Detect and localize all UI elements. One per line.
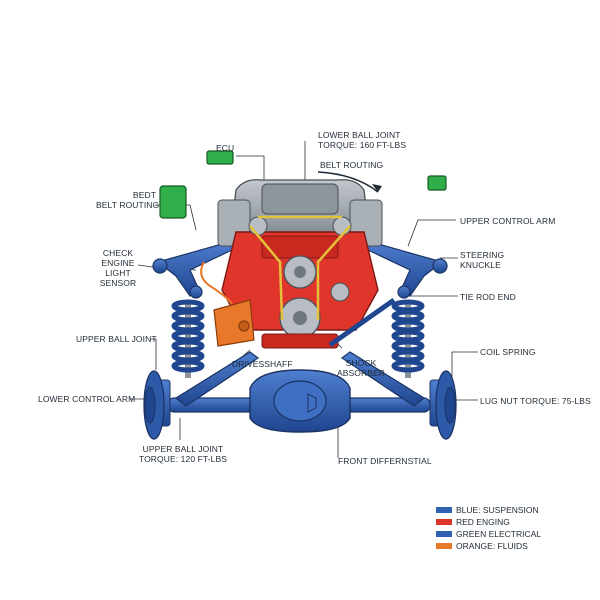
legend-swatch-fluids	[436, 543, 452, 549]
lower-control-arm-label: LOWER CONTROL ARM	[38, 394, 136, 404]
steering-knuckle-line-2: KNUCKLE	[460, 260, 501, 270]
check-engine-line-2: ENGINE	[101, 258, 135, 268]
upper-ball-joint-torque-line-2: TORQUE: 120 FT-LBS	[138, 454, 228, 464]
steering-knuckle-line-1: STEERING	[460, 250, 505, 260]
belt-routing-arrow	[317, 171, 382, 193]
lower-control-arms	[174, 351, 426, 407]
legend-item-fluids: ORANGE: FLUIDS	[436, 540, 541, 552]
legend: BLUE: SUSPENSION RED ENGING GREEN ELECTR…	[436, 504, 541, 552]
steering-knuckle-label: STEERING KNUCKLE	[460, 250, 504, 270]
upper-ball-joint-label: UPPER BALL JOINT	[76, 334, 157, 344]
left-coil-spring	[171, 299, 205, 378]
check-engine-line-1: CHECK	[102, 248, 134, 258]
legend-text-fluids: ORANGE: FLUIDS	[456, 541, 528, 551]
upper-control-arms	[152, 239, 448, 299]
check-engine-line-4: SENSOR	[99, 278, 137, 288]
front-differential-label: FRONT DIFFERNSTIAL	[338, 456, 432, 466]
legend-item-engine: RED ENGING	[436, 516, 541, 528]
check-engine-light-sensor-label: CHECK ENGINE LIGHT SENSOR	[94, 248, 142, 288]
axle-beam	[167, 369, 431, 433]
lower-ball-joint-line-2: TORQUE: 160 FT-LBS	[318, 140, 407, 150]
right-hub	[429, 370, 457, 440]
legend-item-suspension: BLUE: SUSPENSION	[436, 504, 541, 516]
legend-swatch-suspension	[436, 507, 452, 513]
upper-control-arm-label: UPPER CONTROL ARM	[460, 216, 556, 226]
coil-spring-label: COIL SPRING	[480, 347, 536, 357]
left-hub	[143, 370, 171, 440]
legend-swatch-electrical	[436, 531, 452, 537]
ecu-label: ECU	[216, 143, 235, 153]
shock-absorber-line-1: SHOCK	[345, 358, 377, 368]
lug-nut-torque-label: LUG NUT TORQUE: 75-LBS	[480, 396, 591, 406]
tie-rod-end-label: TIE ROD END	[460, 292, 516, 302]
belt-routing-left-line-1: BEDT	[132, 190, 156, 200]
shock-absorber-line-2: ABSORBER	[336, 368, 386, 378]
upper-ball-joint-torque-line-1: UPPER BALL JOINT	[142, 444, 224, 454]
lower-ball-joint-label: LOWER BALL JOINT TORQUE: 160 FT-LBS	[318, 130, 406, 150]
engine	[217, 179, 383, 349]
electrical-components	[159, 150, 447, 219]
check-engine-line-3: LIGHT	[105, 268, 131, 278]
belt-routing-left-line-2: BELT ROUTING	[96, 200, 160, 210]
shock-absorber-label: SHOCK ABSORBER	[336, 358, 386, 378]
right-coil-spring	[391, 299, 425, 378]
upper-ball-joint-torque-label: UPPER BALL JOINT TORQUE: 120 FT-LBS	[138, 444, 228, 464]
fluid-components	[200, 261, 255, 347]
lower-ball-joint-line-1: LOWER BALL JOINT	[318, 130, 401, 140]
belt-routing-top-label: BELT ROUTING	[320, 160, 384, 170]
belt-routing-left-label: BEDT BELT ROUTING	[96, 190, 160, 210]
legend-text-suspension: BLUE: SUSPENSION	[456, 505, 539, 515]
legend-item-electrical: GREEN ELECTRICAL	[436, 528, 541, 540]
tie-rod	[328, 297, 396, 348]
legend-text-electrical: GREEN ELECTRICAL	[456, 529, 542, 539]
driveshaft-label: DRIVESSHAFF	[232, 359, 293, 369]
legend-swatch-engine	[436, 519, 452, 525]
legend-text-engine: RED ENGING	[456, 517, 510, 527]
